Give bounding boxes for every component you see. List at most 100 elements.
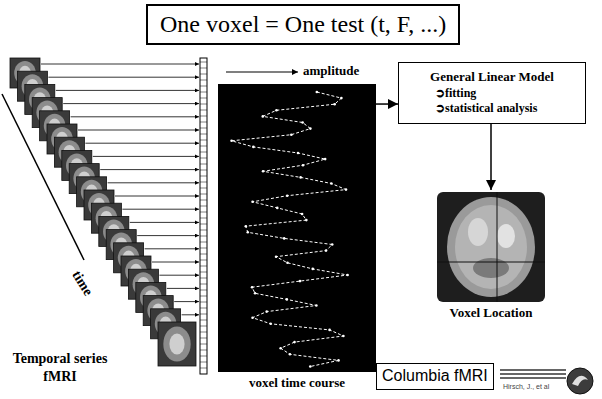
slice-arrow — [93, 156, 199, 157]
node-item: ➲statistical analysis — [407, 101, 577, 117]
node-heading: General Linear Model — [407, 69, 577, 86]
node-heading: voxel time course — [218, 375, 376, 392]
time-point — [309, 365, 312, 368]
time-tick — [200, 368, 207, 369]
time-tick — [200, 218, 207, 219]
axis-label: amplitude — [303, 64, 359, 79]
crosshair — [497, 192, 498, 302]
time-tick — [200, 86, 207, 87]
time-tick — [200, 212, 207, 213]
brain-image-box: Voxel Location — [432, 190, 550, 322]
time-point — [302, 164, 305, 167]
model-box: General Linear Model➲fitting➲statistical… — [398, 62, 586, 124]
brain-image-ground — [437, 192, 545, 302]
time-tick — [200, 272, 207, 273]
time-tick — [200, 308, 207, 309]
slice-brain — [163, 326, 190, 361]
time-tick — [200, 206, 207, 207]
time-tick — [200, 164, 207, 165]
time-point — [331, 243, 334, 246]
logo — [567, 368, 593, 394]
brain-region — [468, 218, 488, 246]
time-tick — [200, 356, 207, 357]
time-tick — [200, 170, 207, 171]
time-tick — [200, 116, 207, 117]
time-tick — [200, 296, 207, 297]
time-point — [328, 329, 331, 332]
time-tick — [200, 134, 207, 135]
slice-arrow — [130, 222, 199, 223]
node-item: ➲fitting — [407, 86, 577, 102]
time-point — [265, 310, 268, 313]
time-tick — [200, 188, 207, 189]
flow-arrow — [490, 124, 492, 190]
time-point — [276, 207, 279, 210]
slice-arrow — [48, 77, 199, 78]
time-point — [311, 268, 314, 271]
time-point — [275, 255, 278, 258]
connector-group — [491, 124, 492, 190]
time-tick — [200, 332, 207, 333]
time-point — [244, 225, 247, 228]
time-tick — [200, 338, 207, 339]
time-tick — [200, 284, 207, 285]
time-tick — [200, 92, 207, 93]
time-tick — [200, 224, 207, 225]
slice-arrow — [71, 116, 199, 117]
time-point — [251, 201, 254, 204]
time-point — [305, 219, 308, 222]
time-tick — [200, 80, 207, 81]
connector-group — [376, 104, 398, 105]
brain-region — [473, 258, 509, 278]
time-point — [246, 231, 249, 234]
time-point — [316, 91, 319, 94]
time-tick — [200, 242, 207, 243]
slice-arrow — [182, 314, 199, 315]
time-point — [286, 262, 289, 265]
brain-image — [437, 192, 545, 302]
time-point — [293, 341, 296, 344]
time-point — [275, 109, 278, 112]
time-tick — [200, 278, 207, 279]
axis-label: time — [68, 268, 96, 299]
time-point — [252, 146, 255, 149]
time-point — [279, 347, 282, 350]
fmri-slice-stack — [10, 58, 199, 366]
slice-arrow — [63, 103, 199, 104]
time-tick — [200, 68, 207, 69]
series-label-area: Temporal series fMRI — [4, 350, 116, 385]
time-point — [333, 103, 336, 106]
time-point — [337, 359, 340, 362]
time-tick — [200, 314, 207, 315]
slice-arrow — [122, 209, 199, 210]
time-tick — [200, 344, 207, 345]
time-course-panel — [218, 84, 376, 372]
time-tick — [200, 236, 207, 237]
footer-box: Columbia fMRI — [376, 363, 494, 390]
time-tick — [200, 104, 207, 105]
time-point — [330, 182, 333, 185]
time-point — [290, 133, 293, 136]
slice-arrow — [100, 169, 199, 170]
time-point — [251, 286, 254, 289]
time-point — [286, 298, 289, 301]
slice-arrow — [78, 130, 199, 131]
time-point — [251, 316, 254, 319]
time-point — [324, 158, 327, 161]
time-point — [289, 353, 292, 356]
time-point — [340, 97, 343, 100]
slice-arrow — [174, 301, 199, 302]
slice-arrow — [152, 262, 199, 263]
node-heading: Columbia fMRI — [382, 366, 488, 387]
slice-arrow — [137, 235, 199, 236]
time-tick — [200, 290, 207, 291]
slide-title: One voxel = One test (t, F, ...) — [160, 11, 446, 37]
time-tick — [200, 230, 207, 231]
time-bar — [200, 58, 207, 374]
time-tick — [200, 122, 207, 123]
time-point — [315, 304, 318, 307]
time-course-trace — [232, 92, 348, 367]
time-point — [283, 237, 286, 240]
time-tick — [200, 254, 207, 255]
